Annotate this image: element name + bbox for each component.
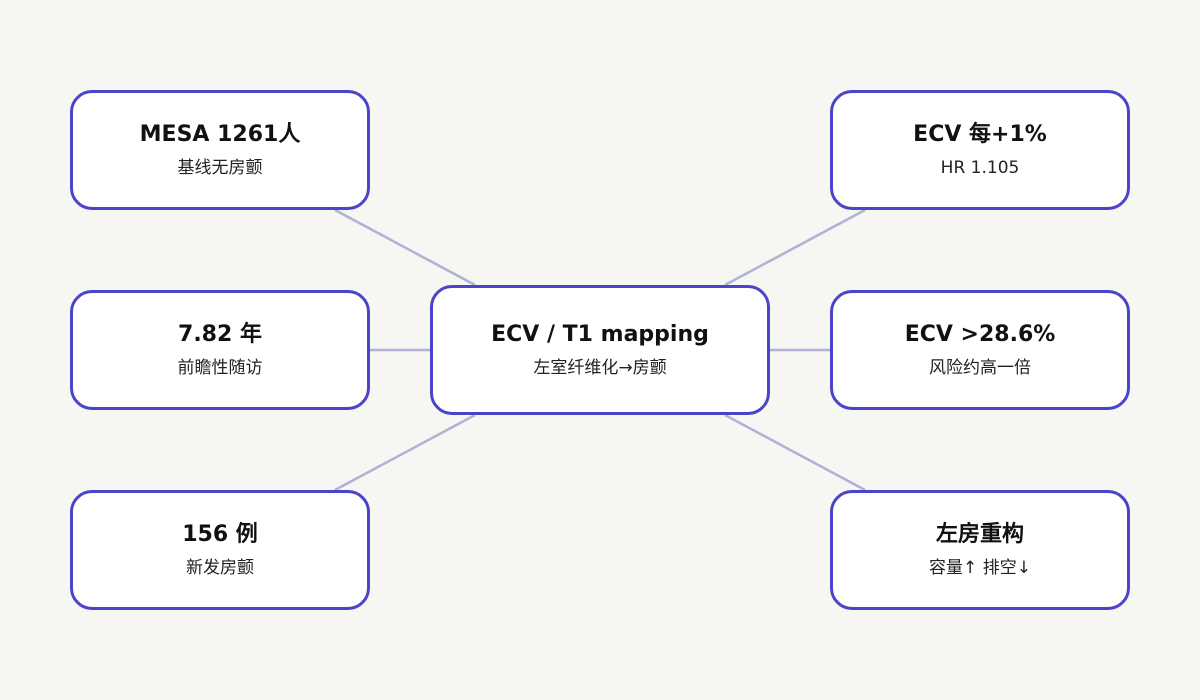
node-subtitle: 新发房颤 bbox=[186, 558, 254, 578]
node-follow-up: 7.82 年 前瞻性随访 bbox=[70, 290, 370, 410]
node-title: 左房重构 bbox=[935, 521, 1024, 547]
center-node-title: ECV / T1 mapping bbox=[491, 321, 709, 347]
node-incident-cases: 156 例 新发房颤 bbox=[70, 490, 370, 610]
node-title: 156 例 bbox=[182, 521, 258, 547]
node-title: ECV 每+1% bbox=[913, 121, 1047, 147]
connector-line bbox=[334, 413, 476, 492]
node-subtitle: 前瞻性随访 bbox=[177, 358, 263, 378]
node-cohort: MESA 1261人 基线无房颤 bbox=[70, 90, 370, 210]
node-title: ECV >28.6% bbox=[904, 321, 1056, 347]
node-ecv-per-percent: ECV 每+1% HR 1.105 bbox=[830, 90, 1130, 210]
node-subtitle: HR 1.105 bbox=[940, 158, 1020, 178]
connector-line bbox=[724, 208, 866, 287]
node-subtitle: 容量↑ 排空↓ bbox=[929, 558, 1031, 578]
center-node-subtitle: 左室纤维化→房颤 bbox=[533, 358, 667, 378]
node-subtitle: 基线无房颤 bbox=[177, 158, 263, 178]
connector-line bbox=[334, 208, 476, 287]
node-atrial-remodeling: 左房重构 容量↑ 排空↓ bbox=[830, 490, 1130, 610]
node-ecv-threshold: ECV >28.6% 风险约高一倍 bbox=[830, 290, 1130, 410]
center-node: ECV / T1 mapping 左室纤维化→房颤 bbox=[430, 285, 770, 415]
node-subtitle: 风险约高一倍 bbox=[929, 358, 1031, 378]
node-title: 7.82 年 bbox=[178, 321, 262, 347]
connector-line bbox=[724, 413, 866, 492]
node-title: MESA 1261人 bbox=[139, 121, 301, 147]
